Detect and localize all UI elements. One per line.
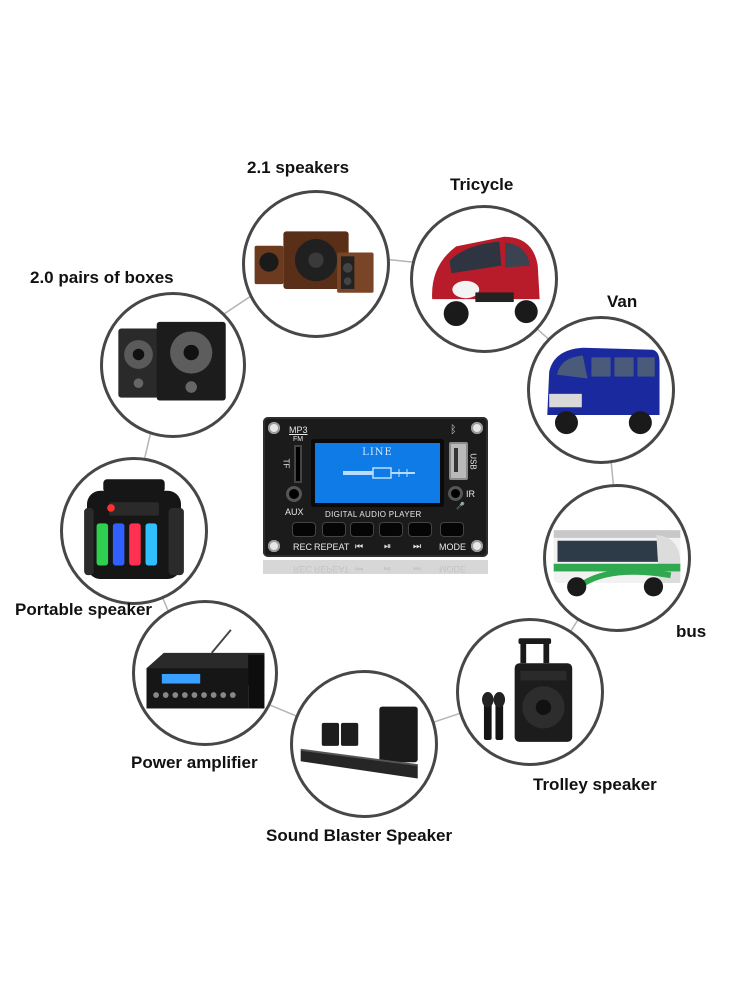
repeat-button[interactable] [323, 523, 345, 536]
ir-label: IR [466, 489, 475, 499]
aux-jack[interactable] [289, 489, 299, 499]
label-portable-speaker: Portable speaker [15, 600, 153, 619]
mp3-module-board: MP3 FM TF AUX LINE ᛒ USB IR 🎤 DIGITAL AU… [263, 417, 488, 557]
label-trolley-speaker: Trolley speaker [533, 775, 657, 794]
screen-text: LINE [362, 447, 393, 458]
tricycle-circle [410, 205, 558, 353]
reflect-repeat: REPEAT [314, 564, 350, 574]
power-amplifier-icon [146, 629, 265, 709]
bluetooth-icon: ᛒ [450, 424, 457, 436]
line-cable-icon [343, 467, 415, 479]
trolley-speaker-circle [456, 618, 604, 766]
module-reflection: REC REPEAT ⏮ ⏯ ⏭ MODE [263, 558, 488, 584]
van-circle [527, 316, 675, 464]
portable-speaker-circle [60, 457, 208, 605]
reflect-mode: MODE [439, 564, 466, 574]
label-bus: bus [676, 622, 707, 641]
bus-icon [553, 530, 681, 597]
repeat-label: REPEAT [314, 542, 350, 552]
mic-icon: 🎤 [456, 503, 465, 510]
soundbar-circle [290, 670, 438, 818]
aux-label: AUX [285, 507, 304, 517]
label-tricycle: Tricycle [450, 175, 514, 194]
fm-label: FM [293, 436, 304, 443]
prev-icon: ⏮ [355, 541, 364, 551]
mount-hole-top-right [471, 422, 483, 434]
tf-label: TF [281, 458, 291, 469]
mp3-label: MP3 [289, 425, 308, 435]
van-icon [547, 347, 660, 435]
portable-speaker-icon [84, 479, 184, 579]
soundbar-icon [300, 706, 418, 779]
label-van: Van [607, 292, 638, 311]
label-soundbar: Sound Blaster Speaker [266, 826, 453, 845]
mode-label: MODE [439, 542, 466, 552]
reflect-prev: ⏮ [355, 564, 364, 574]
pairs-20-icon [118, 321, 226, 401]
mount-hole-bottom-left [268, 540, 280, 552]
next-icon: ⏭ [413, 541, 422, 551]
pairs-20-circle [100, 292, 246, 438]
label-speakers-21: 2.1 speakers [247, 158, 350, 177]
rec-button[interactable] [293, 523, 315, 536]
reflect-rec: REC [293, 564, 313, 574]
usb-label: USB [468, 453, 478, 470]
speakers-21-circle [242, 190, 390, 338]
lcd-screen: LINE [311, 439, 444, 507]
power-amplifier-circle [132, 600, 278, 746]
mount-hole-top-left [268, 422, 280, 434]
trolley-speaker-icon [482, 638, 573, 742]
speakers-21-icon [254, 231, 374, 293]
mode-button[interactable] [441, 523, 463, 536]
tricycle-icon [432, 236, 540, 327]
prev-button[interactable] [351, 523, 373, 536]
tf-card-slot[interactable] [296, 447, 300, 481]
reflect-play: ⏯ [384, 564, 392, 574]
label-power-amplifier: Power amplifier [131, 753, 258, 772]
player-title: DIGITAL AUDIO PLAYER [325, 510, 422, 519]
play-pause-button[interactable] [380, 523, 402, 536]
rec-label: REC [293, 542, 313, 552]
next-button[interactable] [409, 523, 431, 536]
ir-receiver [451, 489, 460, 498]
bus-circle [543, 484, 691, 632]
play-pause-icon: ⏯ [384, 541, 392, 551]
label-pairs-20: 2.0 pairs of boxes [30, 268, 174, 287]
usb-port[interactable] [449, 442, 468, 480]
mount-hole-bottom-right [471, 540, 483, 552]
reflect-next: ⏭ [413, 564, 422, 574]
